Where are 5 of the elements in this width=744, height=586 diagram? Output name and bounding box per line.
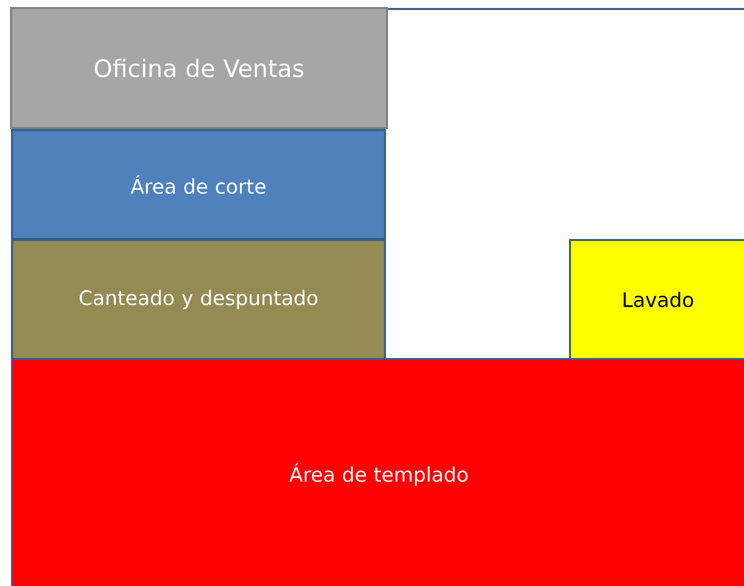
area-box: Canteado y despuntado — [11, 239, 386, 360]
area-box: Lavado — [569, 239, 744, 360]
area-box: Área de corte — [11, 129, 386, 240]
area-box: Oficina de Ventas — [10, 7, 388, 129]
area-box: Área de templado — [11, 358, 744, 586]
